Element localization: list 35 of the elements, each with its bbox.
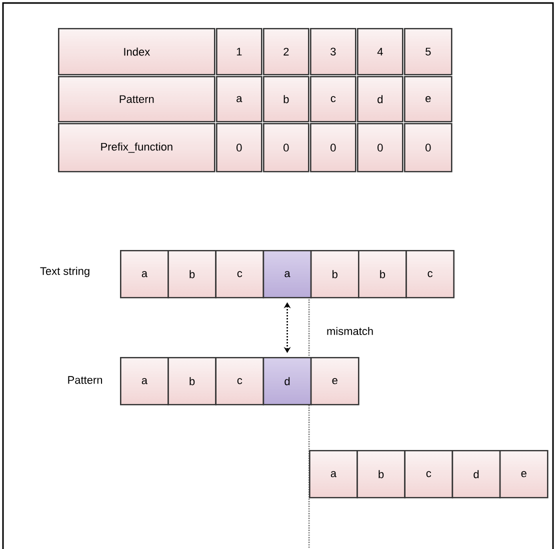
table-cell: 0 — [404, 123, 452, 172]
letter-cell: e — [310, 357, 360, 406]
letter-cell: c — [404, 450, 454, 498]
table-cell: 4 — [357, 28, 404, 76]
letter-cell: c — [215, 357, 264, 406]
letter-cell: b — [310, 250, 360, 298]
letter-cell: b — [358, 250, 407, 298]
letter-cell: d — [262, 357, 312, 406]
letter-cell: e — [499, 450, 548, 498]
letter-cell: a — [120, 250, 169, 298]
table-cell: 0 — [357, 123, 404, 172]
table-cell: 5 — [404, 28, 452, 76]
letter-cell: a — [120, 357, 169, 406]
letter-cell: d — [452, 450, 501, 498]
table-cell: 0 — [310, 123, 356, 172]
letter-cell: b — [356, 450, 406, 498]
table-cell: 2 — [263, 28, 310, 76]
row-label: Text string — [40, 266, 90, 278]
letter-cell: c — [215, 250, 264, 298]
table-cell: b — [263, 76, 310, 122]
table-cell: 0 — [263, 123, 310, 172]
table-cell: 3 — [310, 28, 356, 76]
row-label: Pattern — [68, 376, 102, 384]
letter-cell: b — [168, 250, 216, 298]
table-cell: 1 — [216, 28, 262, 76]
letter-cell: b — [168, 357, 216, 406]
table-cell: a — [216, 76, 262, 122]
table-cell: c — [310, 76, 356, 122]
letter-cell: a — [262, 250, 312, 298]
mismatch-label: mismatch — [327, 326, 373, 336]
letter-cell: c — [406, 250, 454, 298]
table-cell: d — [357, 76, 404, 122]
letter-cell: a — [309, 450, 358, 498]
table-cell: 0 — [216, 123, 262, 172]
table-cell: e — [404, 76, 452, 122]
